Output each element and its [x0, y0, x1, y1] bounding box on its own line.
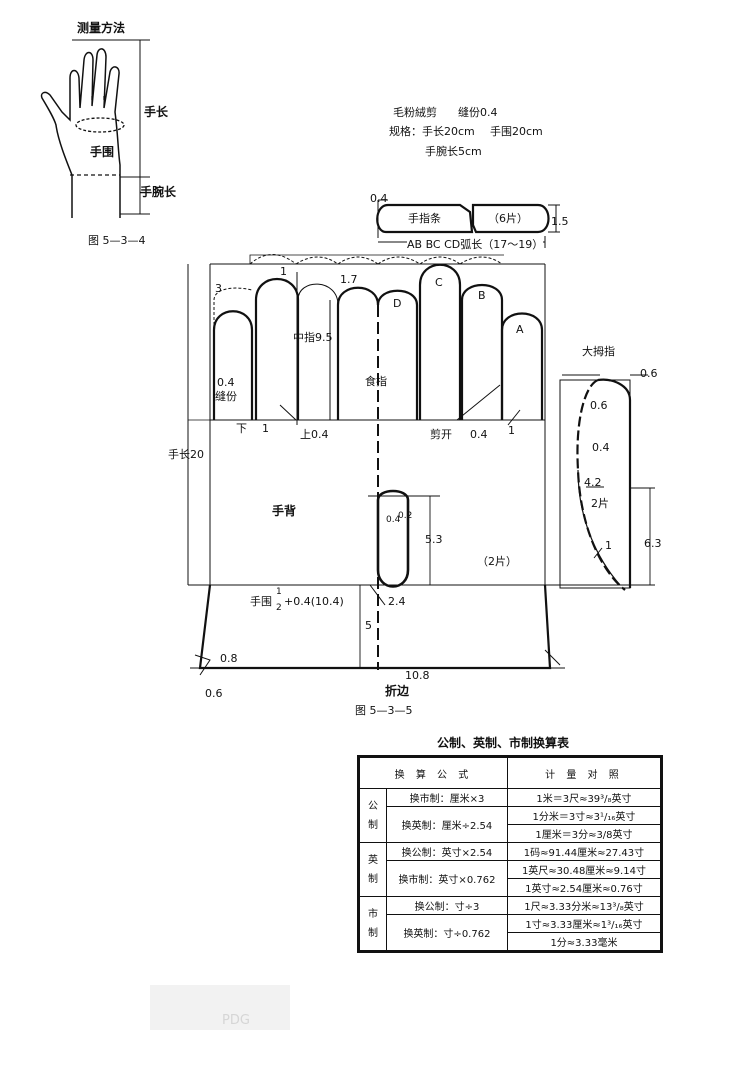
conversion-title: 公制、英制、市制换算表: [437, 736, 570, 750]
thumb-dim-1: 1: [605, 539, 612, 552]
reference-cell: 1米＝3尺≈39³/₈英寸: [506, 788, 663, 807]
thumb-piece: [559, 374, 655, 591]
dim-0-6-bottom: 0.6: [205, 687, 223, 700]
back-of-hand-label: 手背: [272, 504, 297, 518]
formula-cell: 换公制：寸÷3: [386, 896, 508, 915]
table-row: 市制 换公制：寸÷3 1尺≈3.33分米≈13³/₈英寸: [358, 896, 663, 952]
figure-caption-1: 图 5—3—4: [88, 234, 146, 247]
figure-caption-2: 图 5—3—5: [355, 704, 413, 717]
seam-allow-dim: 0.4: [217, 376, 235, 389]
reference-cell: 1分米＝3寸≈3¹/₁₆英寸: [506, 806, 663, 825]
reference-cell: 1码≈91.44厘米≈27.43寸: [506, 842, 663, 861]
reference-cell: 1英尺≈30.48厘米≈9.14寸: [506, 860, 663, 879]
middle-finger-label: 中指9.5: [293, 331, 333, 344]
slot-height: 5.3: [425, 533, 443, 546]
label-C: C: [435, 276, 443, 289]
thumb-pieces: 2片: [591, 497, 609, 510]
thumb-dim-6-3: 6.3: [644, 537, 662, 550]
thumb-dim-0-4: 0.4: [592, 441, 610, 454]
note-spec: 规格：手长20cm: [389, 125, 475, 138]
dim-3: 3: [215, 282, 222, 295]
label-A: A: [516, 323, 524, 336]
dim-1-7: 1.7: [340, 273, 358, 286]
up-label: 上0.4: [300, 428, 329, 441]
slot-dim-b: 0.4: [386, 515, 401, 525]
cut-open-label: 剪开: [430, 428, 452, 441]
girth-formula-b: +0.4(10.4): [284, 595, 344, 608]
reference-cell: 1厘米＝3分≈3/8英寸: [506, 824, 663, 843]
formula-cell: 换英制：寸÷0.762: [386, 914, 508, 952]
reference-cell: 1寸≈3.33厘米≈1³/₁₆英寸: [506, 914, 663, 933]
cut-dim: 0.4: [470, 428, 488, 441]
hand-figure-title: 测量方法: [77, 21, 126, 35]
note-wrist: 手腕长5cm: [425, 145, 482, 158]
strip-label: 手指条: [408, 212, 441, 225]
group-metric: 公制: [358, 788, 387, 843]
fold-edge-label: 折边: [385, 684, 410, 698]
thumb-dim-4-2: 4.2: [584, 476, 602, 489]
girth-formula-a: 手围: [250, 595, 272, 608]
index-finger-label: 食指: [365, 375, 387, 388]
header-formula: 换 算 公 式: [358, 756, 508, 789]
table-row: 1分≈3.33毫米: [359, 932, 663, 952]
hand-length-20: 手长20: [168, 448, 204, 461]
table-row: 换英制：寸÷0.762 1寸≈3.33厘米≈1³/₁₆英寸: [359, 914, 663, 952]
label-D: D: [393, 297, 402, 310]
dim-5: 5: [365, 619, 372, 632]
reference-cell: 1分≈3.33毫米: [506, 932, 663, 952]
hand-girth-label: 手围: [90, 145, 115, 159]
table-header-row: 换 算 公 式 计 量 对 照: [358, 756, 663, 789]
strip-right-dim: 1.5: [551, 215, 569, 228]
seam-allow-label: 缝份: [215, 390, 237, 403]
conversion-table: 换 算 公 式 计 量 对 照 公制 换市制：厘米×3 1米＝3尺≈39³/₈英…: [357, 755, 663, 953]
girth-num: 1: [276, 587, 282, 597]
thumb-dim-top: 0.6: [640, 367, 658, 380]
watermark: PDG: [150, 985, 290, 1030]
note-seam: 缝份0.4: [458, 106, 498, 119]
table-row: 换市制：英寸×0.762 1英尺≈30.48厘米≈9.14寸: [359, 860, 663, 897]
header-reference: 计 量 对 照: [506, 756, 663, 789]
down-label: 下: [236, 422, 247, 435]
thumb-dim-0-6: 0.6: [590, 399, 608, 412]
formula-cell: 换英制：厘米÷2.54: [386, 806, 508, 843]
thumb-title: 大拇指: [582, 345, 615, 358]
glove-outline: [187, 254, 655, 676]
hand-length-label: 手长: [144, 105, 169, 119]
dim-0-8-left: 0.8: [220, 652, 238, 665]
strip-left-dim: 0.4: [370, 192, 388, 205]
watermark-text: PDG: [222, 1013, 250, 1028]
formula-cell: 换公制：英寸×2.54: [386, 842, 508, 861]
table-row: 换英制：厘米÷2.54 1分米＝3寸≈3¹/₁₆英寸: [359, 806, 663, 843]
dim-2-4: 2.4: [388, 595, 406, 608]
note-girth: 手围20cm: [490, 125, 543, 138]
dim-1: 1: [280, 265, 287, 278]
reference-cell: 1英寸≈2.54厘米≈0.76寸: [506, 878, 663, 897]
wrist-length-label: 手腕长: [140, 185, 177, 199]
group-market: 市制: [358, 896, 387, 952]
dim-10-8: 10.8: [405, 669, 430, 682]
table-row: 公制 换市制：厘米×3 1米＝3尺≈39³/₈英寸: [358, 788, 663, 843]
slot-dim-a: 0.2: [398, 511, 413, 521]
girth-den: 2: [276, 603, 282, 613]
finger-strip-shape: [376, 199, 560, 248]
right-dim: 1: [508, 424, 515, 437]
note-material: 毛粉絨剪: [393, 106, 437, 119]
formula-cell: 换市制：英寸×0.762: [386, 860, 508, 897]
strip-arc-label: AB BC CD弧长（17～19）: [407, 238, 544, 251]
formula-cell: 换市制：厘米×3: [386, 788, 508, 807]
reference-cell: 1尺≈3.33分米≈13³/₈英寸: [506, 896, 663, 915]
down-dim: 1: [262, 422, 269, 435]
label-B: B: [478, 289, 486, 302]
table-row: 英制 换公制：英寸×2.54 1码≈91.44厘米≈27.43寸: [358, 842, 663, 897]
pieces-label: （2片）: [477, 555, 517, 568]
hand-sketch: [40, 39, 150, 218]
strip-count: （6片）: [488, 212, 528, 225]
group-imperial: 英制: [358, 842, 387, 897]
